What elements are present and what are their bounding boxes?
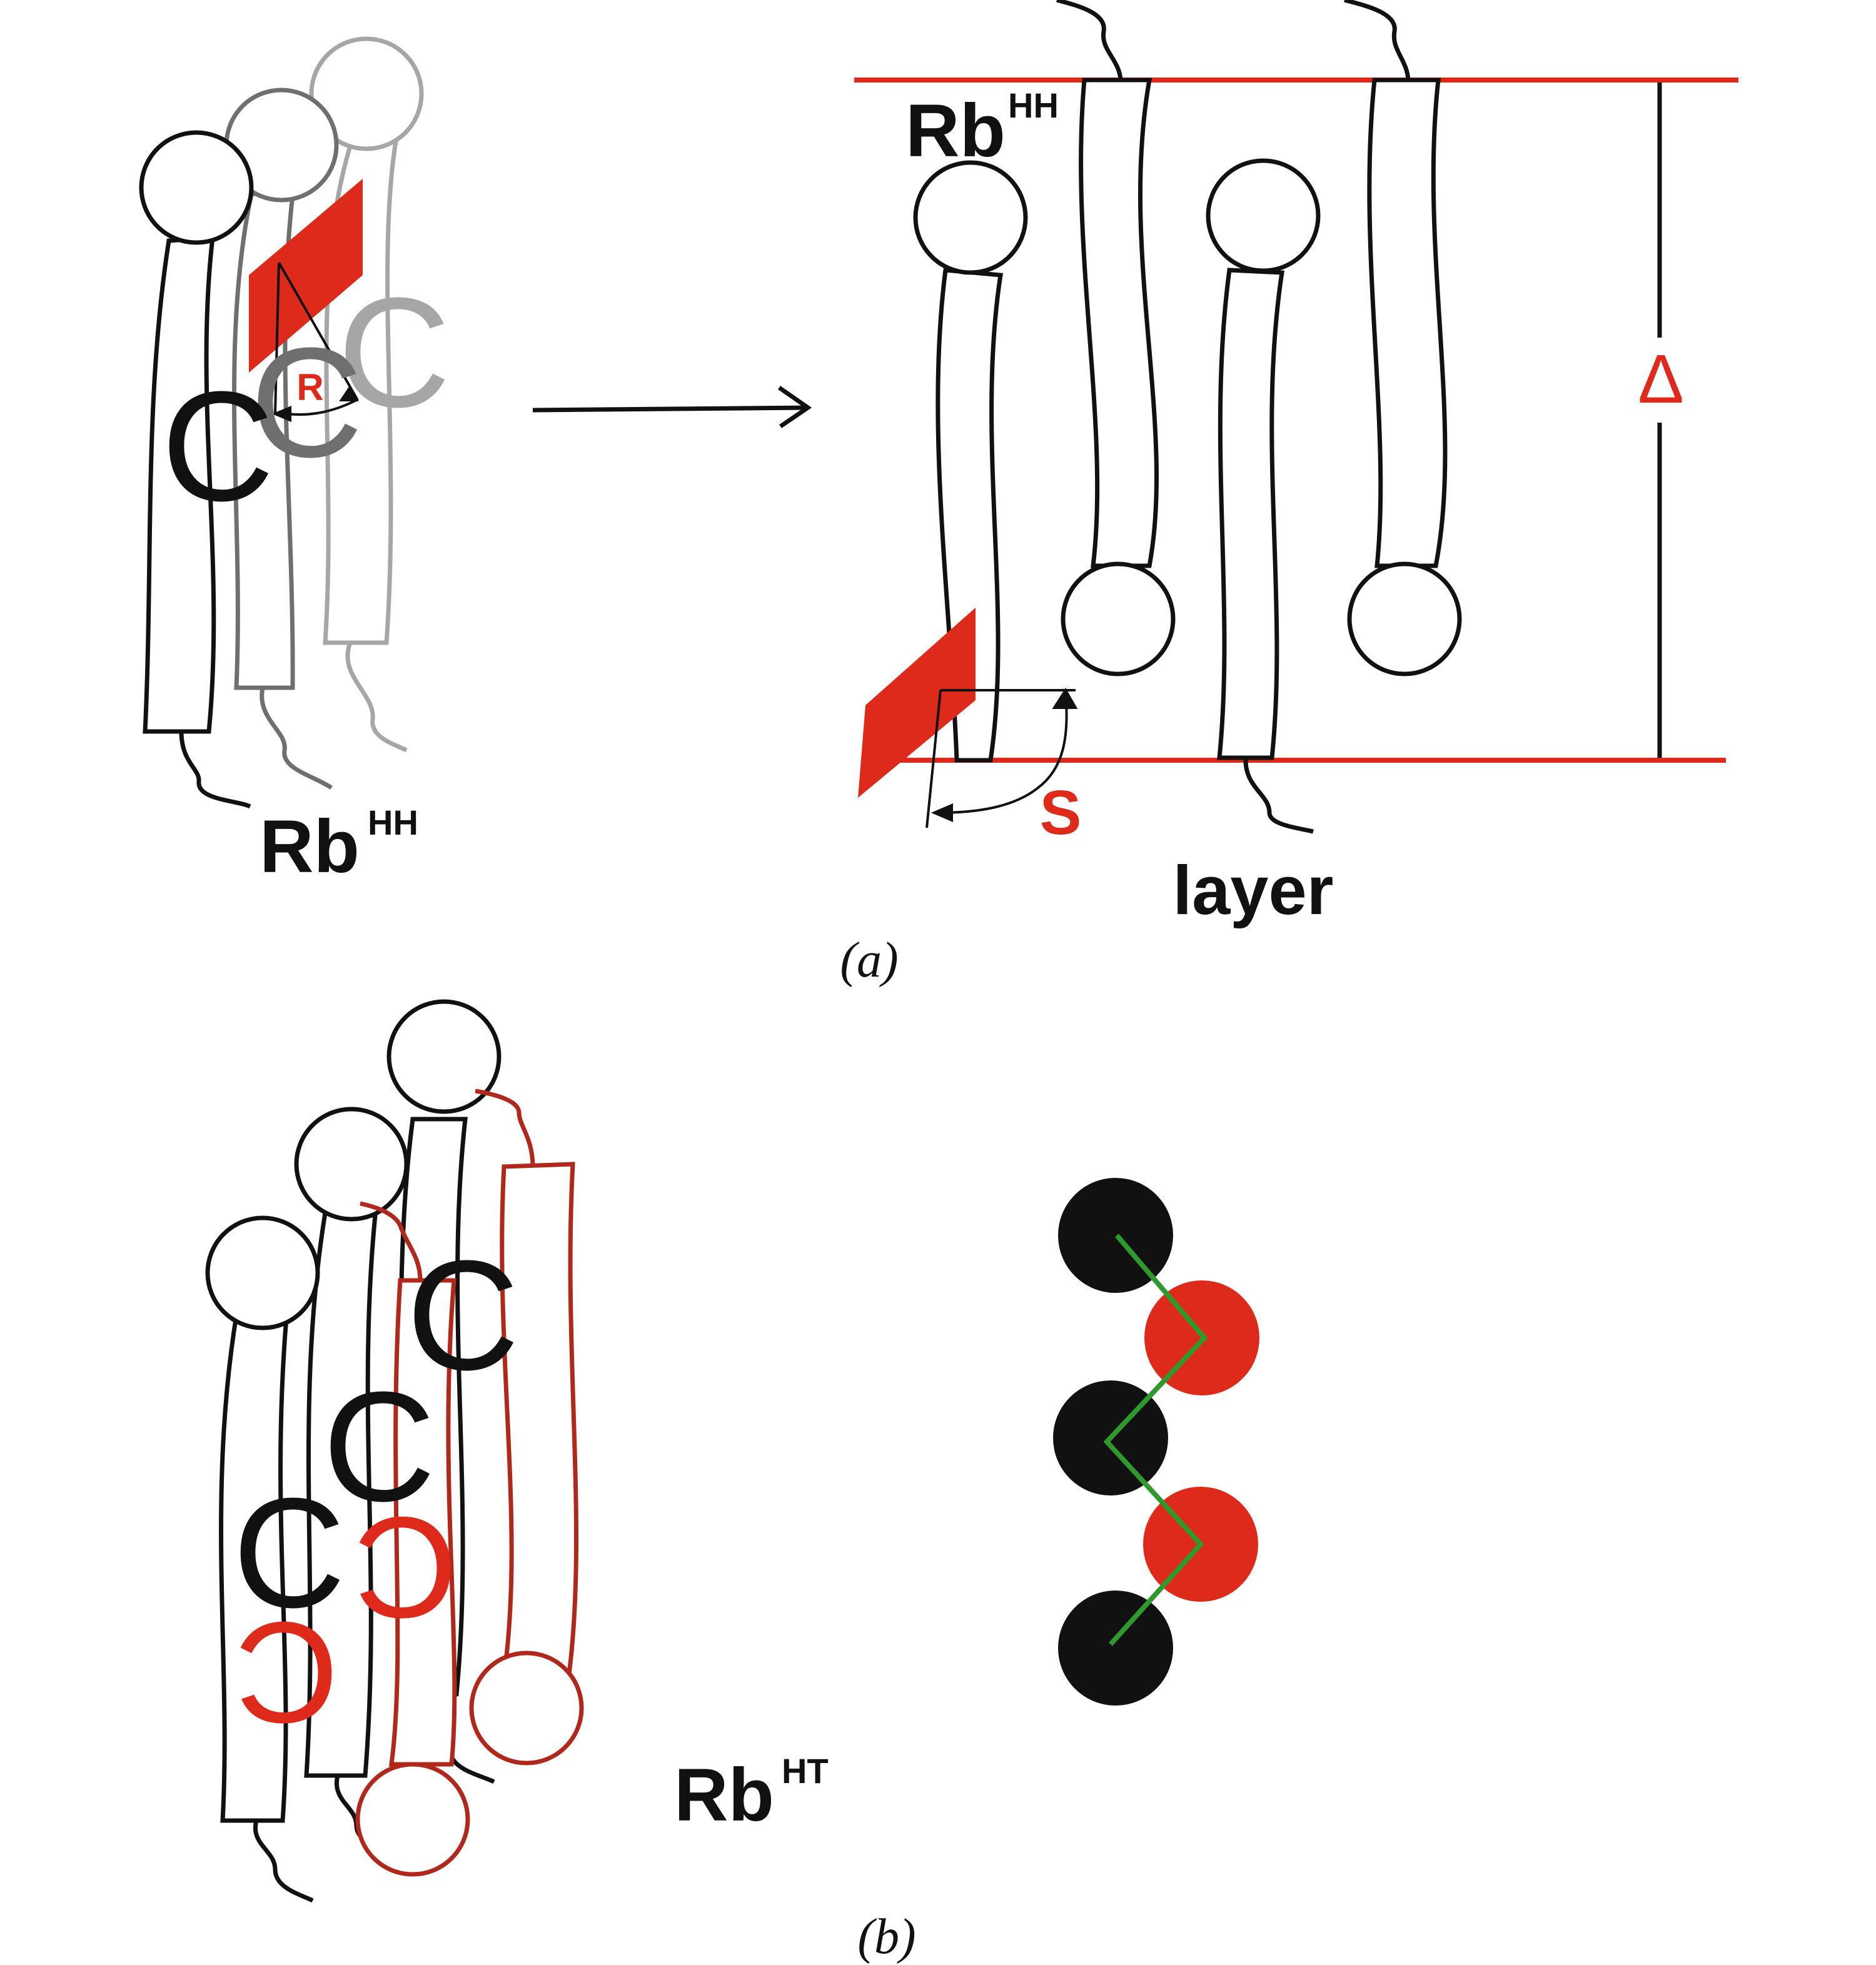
right-arrow-icon <box>532 386 812 428</box>
ht-molecule-red-2 <box>469 1088 584 1766</box>
panel-a-left-stack <box>139 36 424 809</box>
label-c-light: C <box>338 265 451 440</box>
caption-b: (b) <box>857 1909 915 1964</box>
ht-molecule-red-1 <box>355 1201 470 1877</box>
label-c-ht-red-1: C <box>235 1592 339 1753</box>
caption-a: (a) <box>840 933 898 988</box>
label-c-ht-red-2: C <box>354 1487 458 1648</box>
label-c-ht-1: C <box>233 1465 346 1640</box>
layer-molecules <box>913 0 1462 834</box>
label-delta: Δ <box>1638 341 1683 418</box>
zigzag-molecule-icon <box>1053 1178 1259 1706</box>
label-c-ht-2: C <box>323 1359 436 1534</box>
black-atom-3 <box>1058 1591 1173 1706</box>
label-rb-ht: Rb <box>674 1753 774 1837</box>
label-rb-right: Rb <box>905 89 1006 173</box>
label-s: S <box>1040 778 1082 848</box>
label-c-gray: C <box>250 315 363 490</box>
s-angle-marker <box>925 688 1078 828</box>
molecule-black <box>139 130 254 809</box>
label-rb-left-sup: HH <box>368 803 418 842</box>
ht-molecule-black-1 <box>205 1215 320 1903</box>
r-angle-marker <box>271 262 359 422</box>
label-rb-right-sup: HH <box>1008 86 1059 125</box>
layer-molecule-4 <box>1344 0 1462 676</box>
green-bond-chain <box>1103 1234 1208 1646</box>
label-rb-ht-sup: HT <box>782 1751 829 1791</box>
red-plane-right <box>858 608 976 798</box>
ht-molecule-black-2 <box>294 1107 409 1859</box>
layer-molecule-2 <box>1056 0 1176 676</box>
black-atom-1 <box>1058 1178 1173 1293</box>
label-c-ht-3: C <box>406 1228 520 1402</box>
layer-molecule-3 <box>1206 158 1321 834</box>
label-r: R <box>296 366 323 408</box>
label-rb-left: Rb <box>260 805 360 888</box>
label-c-black: C <box>161 359 275 533</box>
label-layer: layer <box>1173 852 1334 929</box>
panel-b-stack <box>205 999 584 1903</box>
